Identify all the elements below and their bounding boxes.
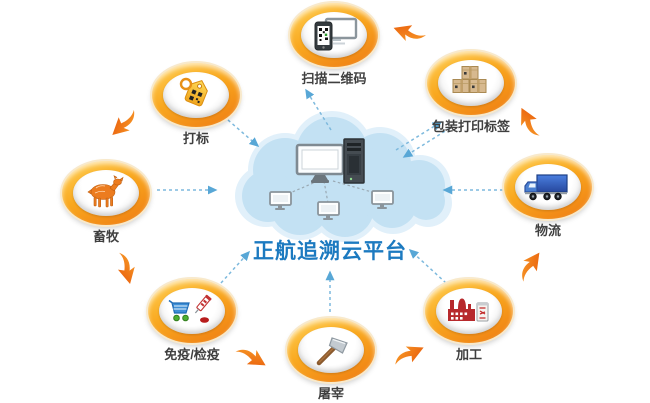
node-label: 畜牧 bbox=[92, 229, 119, 244]
flow-arrow-tagging-livestock bbox=[106, 105, 143, 142]
node-label: 加工 bbox=[455, 347, 482, 362]
node-label: 打标 bbox=[182, 131, 209, 146]
client-monitor-icon bbox=[371, 190, 394, 209]
platform-title: 正航追溯云平台 bbox=[253, 240, 407, 263]
node-processing: 加工 bbox=[421, 279, 517, 362]
client-monitor-icon bbox=[317, 201, 340, 220]
node-slaughter: 屠宰 bbox=[283, 318, 379, 401]
node-ring bbox=[287, 318, 375, 382]
axe-icon bbox=[316, 337, 348, 366]
node-ring bbox=[62, 161, 150, 225]
node-label: 屠宰 bbox=[317, 386, 344, 401]
factory-icon bbox=[448, 298, 489, 322]
node-ring bbox=[148, 279, 236, 343]
node-ring bbox=[504, 155, 592, 219]
node-livestock: 畜牧 bbox=[58, 161, 154, 244]
hub-devices bbox=[269, 138, 394, 220]
node-tagging: 打标 bbox=[148, 63, 244, 146]
node-label: 物流 bbox=[534, 223, 561, 238]
tag-icon bbox=[179, 77, 208, 107]
cart-syringe-icon bbox=[168, 294, 212, 323]
node-label: 包装打印标签 bbox=[431, 119, 510, 134]
node-ring bbox=[427, 51, 515, 115]
server-tower-icon bbox=[343, 138, 365, 184]
desktop-monitor-icon bbox=[295, 143, 345, 183]
sheep-icon bbox=[87, 175, 124, 208]
dashed-connector-tagging bbox=[227, 119, 260, 147]
node-packaging: 包装打印标签 bbox=[423, 51, 519, 134]
node-ring bbox=[290, 3, 378, 67]
qr-scan-icon bbox=[314, 17, 358, 51]
dashed-connector-scan-qr bbox=[305, 88, 332, 131]
node-ring bbox=[152, 63, 240, 127]
node-label: 扫描二维码 bbox=[301, 71, 367, 86]
flow-arrow-processing-logistics bbox=[513, 247, 547, 285]
node-scan-qr: 扫描二维码 bbox=[286, 3, 382, 86]
node-ring bbox=[425, 279, 513, 343]
dashed-connector-quarantine bbox=[220, 250, 251, 284]
node-logistics: 物流 bbox=[500, 155, 596, 238]
boxes-icon bbox=[452, 66, 487, 93]
flow-arrow-livestock-quarantine bbox=[113, 249, 139, 287]
dashed-connector-processing bbox=[408, 248, 447, 284]
client-monitor-icon bbox=[269, 191, 292, 210]
truck-icon bbox=[524, 174, 568, 201]
node-quarantine: 免疫/检疫 bbox=[144, 279, 240, 362]
node-label: 免疫/检疫 bbox=[164, 347, 220, 362]
dashed-connector-packaging-out bbox=[395, 121, 443, 151]
flow-arrow-packaging-scan bbox=[390, 20, 428, 47]
